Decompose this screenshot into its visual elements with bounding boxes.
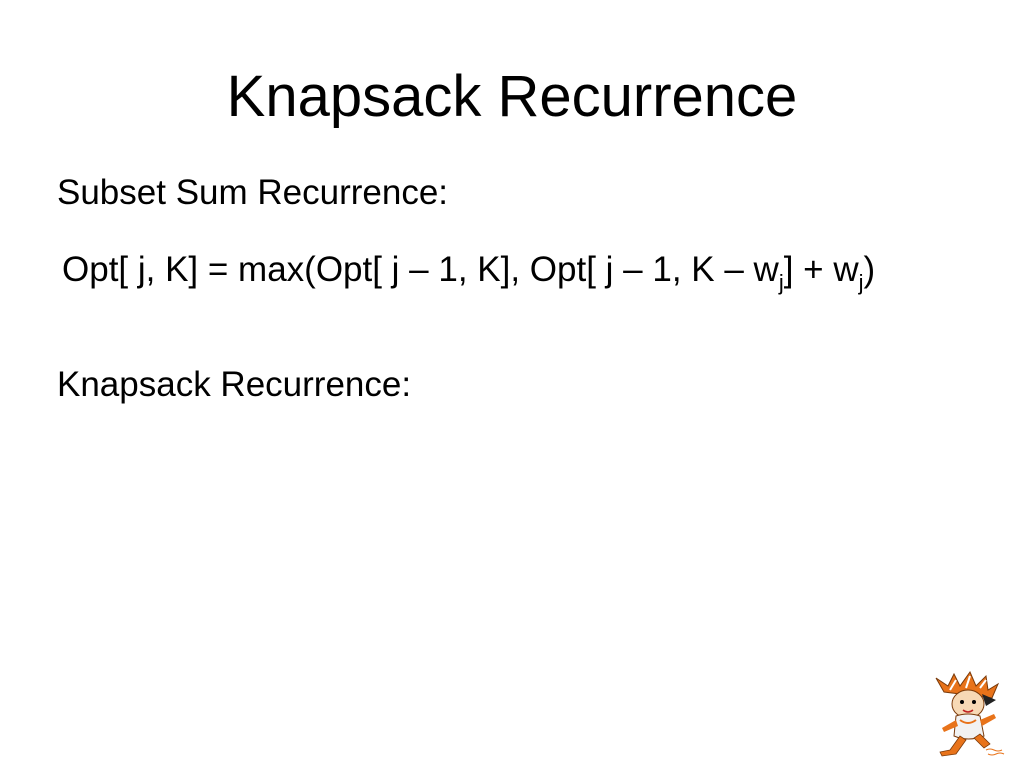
formula-part-3: ): [863, 250, 876, 289]
knapsack-heading: Knapsack Recurrence:: [57, 365, 412, 404]
mascot-icon: [935, 670, 1005, 757]
subset-sum-heading: Subset Sum Recurrence:: [57, 173, 449, 212]
subset-sum-formula: Opt[ j, K] = max(Opt[ j – 1, K], Opt[ j …: [62, 249, 876, 294]
formula-part-1: Opt[ j, K] = max(Opt[ j – 1, K], Opt[ j …: [62, 250, 779, 289]
formula-subscript-2: j: [858, 270, 864, 295]
formula-subscript-1: j: [778, 270, 784, 295]
slide-title: Knapsack Recurrence: [226, 64, 798, 129]
formula-part-2: ] + w: [783, 250, 859, 289]
